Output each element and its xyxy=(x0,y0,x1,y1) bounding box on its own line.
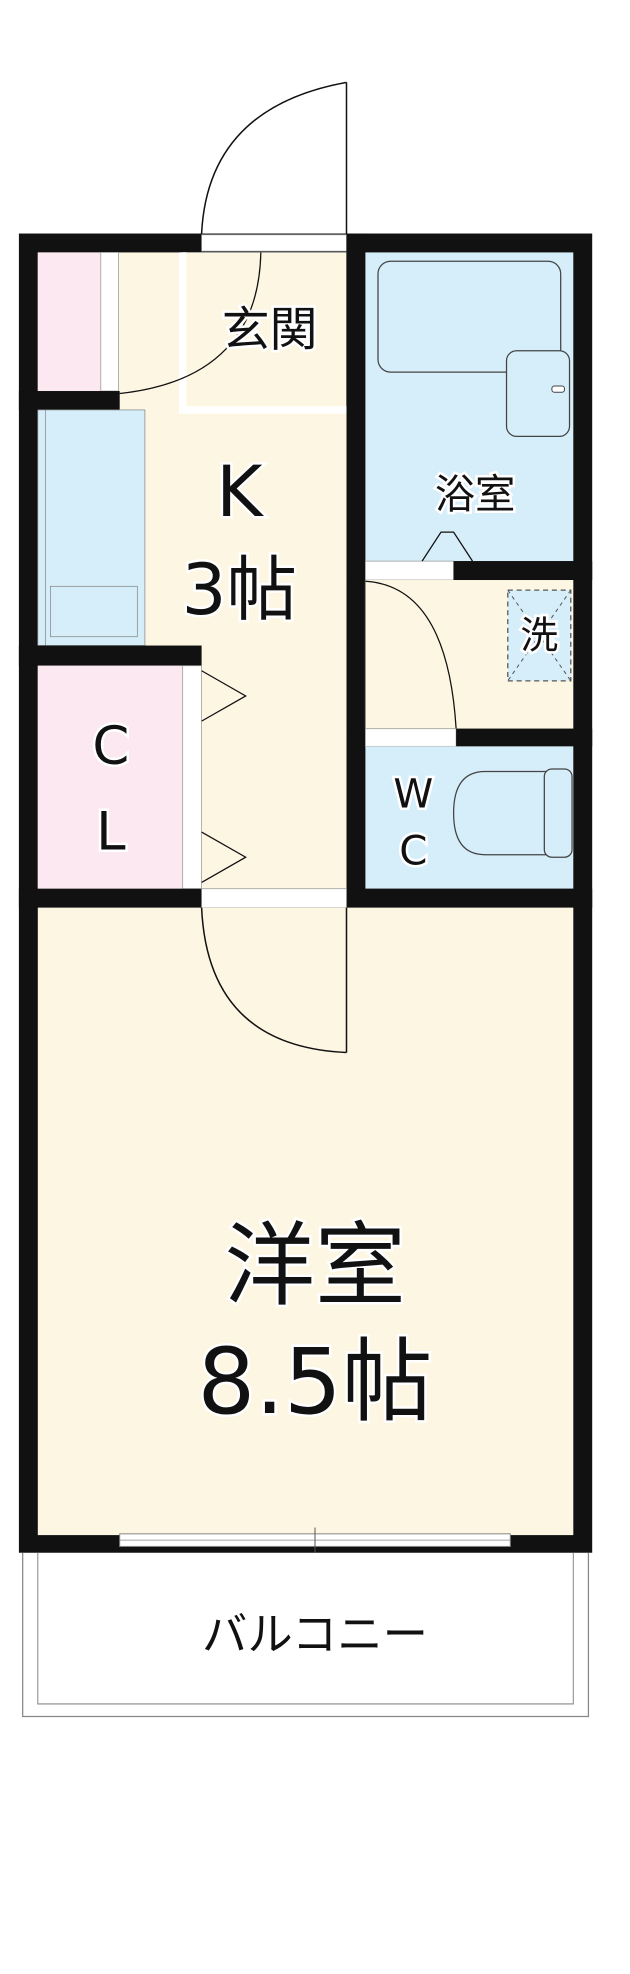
shoe-closet xyxy=(37,252,101,392)
balcony-label: バルコニー xyxy=(202,1608,428,1661)
western-room xyxy=(37,907,574,1536)
stove xyxy=(50,585,138,638)
closet-door-track xyxy=(182,665,202,890)
bath-label: 浴室 xyxy=(435,471,516,518)
toilet-door-swing xyxy=(365,580,457,729)
bathtub xyxy=(377,260,562,373)
closet xyxy=(37,665,183,889)
toilet-label-w: W xyxy=(393,771,433,818)
kitchen-label: K xyxy=(216,451,264,533)
entrance-label: 玄関 xyxy=(222,303,318,358)
closet-label-c: C xyxy=(92,716,129,777)
bath-folding-door xyxy=(421,531,474,562)
toilet-tank xyxy=(543,768,573,858)
room-door-opening xyxy=(201,888,347,908)
toilet-label-c: C xyxy=(399,827,427,874)
toilet-door-opening xyxy=(365,728,457,747)
closet-folding-door xyxy=(201,831,247,883)
closet-label-l: L xyxy=(96,802,126,863)
entry-door-opening xyxy=(201,234,347,252)
wall xyxy=(18,391,120,410)
western-room-size: 8.5帖 xyxy=(198,1330,433,1435)
wall xyxy=(18,645,202,666)
room-door-swing xyxy=(200,907,347,1054)
toilet xyxy=(452,770,555,856)
shoe-closet-door xyxy=(100,252,119,392)
laundry-label: 洗 xyxy=(520,613,558,657)
entry-door-swing xyxy=(200,81,347,234)
closet-folding-door xyxy=(201,670,247,722)
wash-basin xyxy=(505,350,571,438)
balcony xyxy=(22,1552,590,1718)
western-room-label: 洋室 xyxy=(224,1214,405,1319)
bath-door-opening xyxy=(365,560,454,581)
kitchen-size: 3帖 xyxy=(182,549,297,631)
door-swing xyxy=(119,252,262,395)
